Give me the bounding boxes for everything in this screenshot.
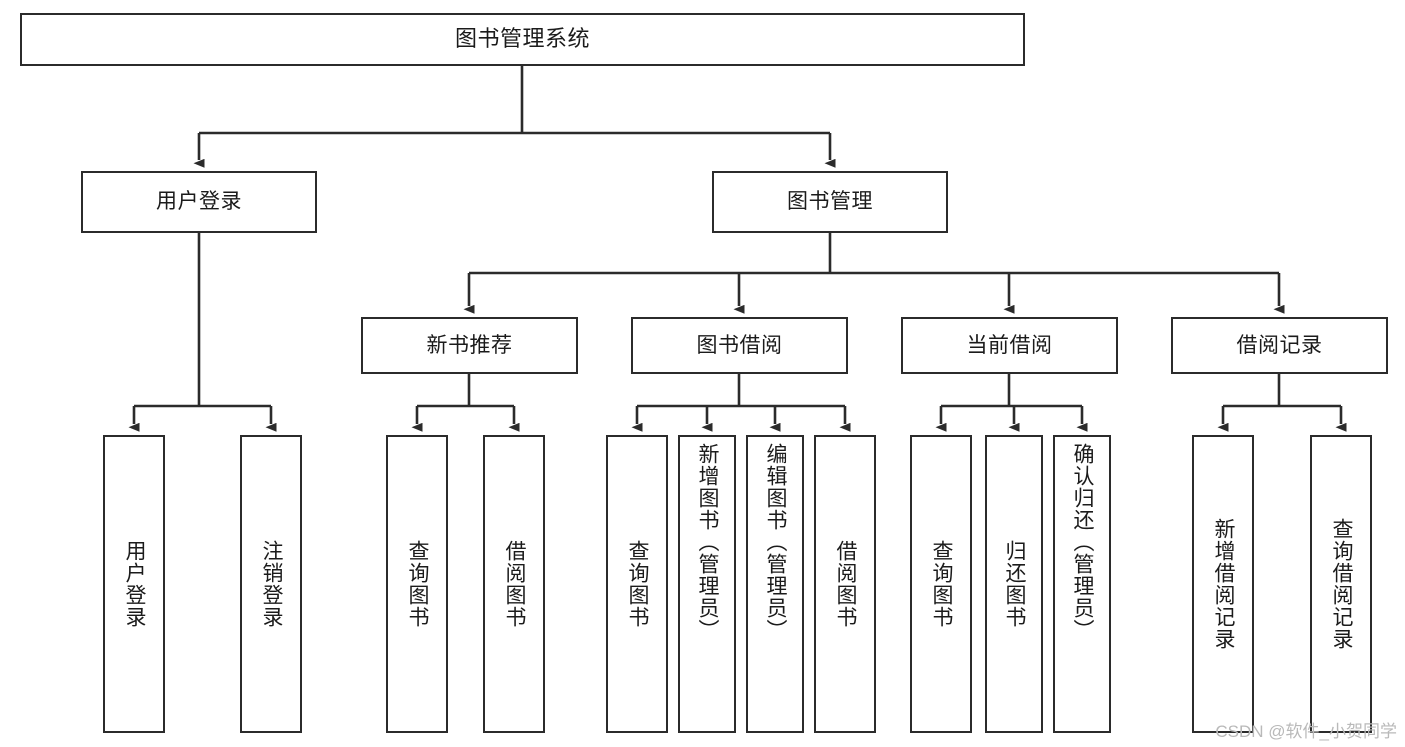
leaf-query-borrow-record[interactable]: 查询借阅记录	[1310, 435, 1372, 733]
node-label: 编辑图书（管理员）	[764, 443, 788, 641]
node-label: 新增借阅记录	[1212, 518, 1236, 650]
node-label: 新书推荐	[426, 333, 513, 357]
node-label: 查询图书	[626, 540, 650, 628]
node-user-login[interactable]: 用户登录	[81, 171, 317, 233]
node-root-system[interactable]: 图书管理系统	[20, 13, 1025, 66]
leaf-return-book[interactable]: 归还图书	[985, 435, 1043, 733]
node-label: 当前借阅	[966, 333, 1053, 357]
node-book-borrow[interactable]: 图书借阅	[631, 317, 848, 374]
node-label: 图书借阅	[696, 333, 783, 357]
leaf-borrow-book-recommend[interactable]: 借阅图书	[483, 435, 545, 733]
node-borrow-record[interactable]: 借阅记录	[1171, 317, 1388, 374]
node-label: 用户登录	[123, 540, 147, 628]
leaf-add-borrow-record[interactable]: 新增借阅记录	[1192, 435, 1254, 733]
node-label: 确认归还（管理员）	[1071, 443, 1095, 641]
node-book-management[interactable]: 图书管理	[712, 171, 948, 233]
node-label: 查询图书	[930, 540, 954, 628]
leaf-query-book-borrow[interactable]: 查询图书	[606, 435, 668, 733]
leaf-user-logout[interactable]: 注销登录	[240, 435, 302, 733]
node-current-borrow[interactable]: 当前借阅	[901, 317, 1118, 374]
node-label: 用户登录	[156, 190, 242, 214]
node-label: 图书管理系统	[454, 26, 590, 52]
leaf-query-book-current[interactable]: 查询图书	[910, 435, 972, 733]
node-new-book-recommend[interactable]: 新书推荐	[361, 317, 578, 374]
node-label: 新增图书（管理员）	[696, 443, 720, 641]
leaf-borrow-book[interactable]: 借阅图书	[814, 435, 876, 733]
leaf-confirm-return-admin[interactable]: 确认归还（管理员）	[1053, 435, 1111, 733]
node-label: 查询借阅记录	[1330, 518, 1354, 650]
node-label: 借阅图书	[834, 540, 858, 628]
leaf-edit-book-admin[interactable]: 编辑图书（管理员）	[746, 435, 804, 733]
node-label: 查询图书	[406, 540, 430, 628]
node-label: 图书管理	[787, 190, 873, 214]
leaf-add-book-admin[interactable]: 新增图书（管理员）	[678, 435, 736, 733]
leaf-user-login[interactable]: 用户登录	[103, 435, 165, 733]
node-label: 借阅记录	[1236, 333, 1323, 357]
node-label: 归还图书	[1003, 540, 1027, 628]
node-label: 借阅图书	[503, 540, 527, 628]
node-label: 注销登录	[260, 540, 284, 628]
leaf-query-book-recommend[interactable]: 查询图书	[386, 435, 448, 733]
